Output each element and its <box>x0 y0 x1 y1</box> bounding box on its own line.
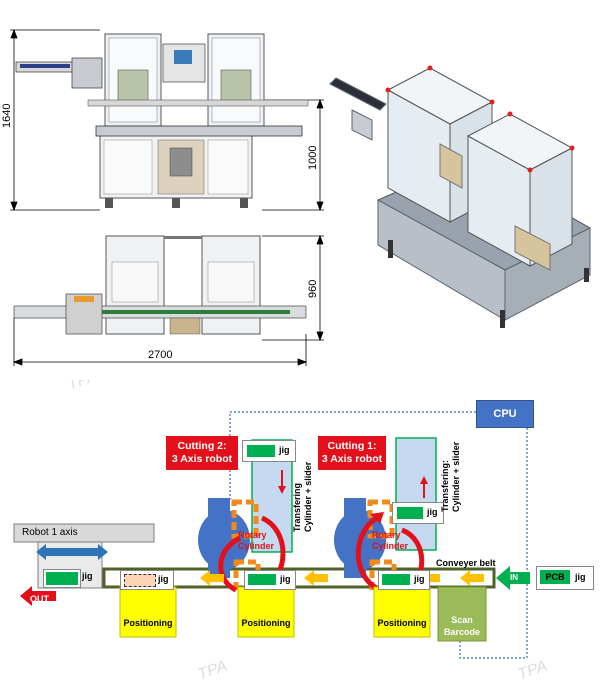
cpu-label: CPU <box>493 408 517 420</box>
watermark-3: TPA <box>516 658 550 684</box>
cpu-box: CPU <box>476 400 534 428</box>
pcb-jig-label: jig <box>575 572 586 582</box>
transfer-1-line2: Cylinder + slider <box>451 441 461 512</box>
out-label: OUT <box>30 594 49 604</box>
scan-barcode-label: Scan Barcode <box>443 615 480 637</box>
positioning-box-1 <box>373 586 431 638</box>
cutting-2-box: Cutting 2: 3 Axis robot <box>166 436 238 470</box>
positioning-box-2 <box>237 586 295 638</box>
jig-robot-label: jig <box>82 571 93 581</box>
transfer-1-line1: Transfering: <box>440 459 450 512</box>
dim-label-1000: 1000 <box>307 146 319 170</box>
flow-arrows <box>200 570 484 586</box>
jig-position-2: jig <box>244 570 296 590</box>
positioning-2-label: Positioning <box>241 618 291 628</box>
jig-position-3-label: jig <box>158 574 169 584</box>
jig-transfer-1-label: jig <box>427 507 438 517</box>
cutting-2-subtitle: 3 Axis robot <box>171 453 233 465</box>
rotary-cylinder-2-label: Rotary Cylinder <box>238 530 275 551</box>
dimension-depth <box>262 234 324 342</box>
positioning-1-label: Positioning <box>377 618 427 628</box>
dimension-length <box>12 318 308 366</box>
transfer-1-label: Transfering: Cylinder + slider <box>440 432 470 512</box>
machine-drawings: 1640 1000 <box>1 28 592 366</box>
positioning-box-3 <box>119 586 177 638</box>
jig-cutting-2: jig <box>242 440 296 462</box>
cutting-2-title: Cutting 2: <box>177 440 227 452</box>
watermark-1: TPA <box>66 380 100 394</box>
dim-label-960: 960 <box>307 280 319 298</box>
front-view <box>15 33 309 208</box>
process-flow-diagram: TPA TPA TPA <box>13 380 550 684</box>
scan-barcode-box <box>437 586 487 642</box>
jig-cutting-2-label: jig <box>279 445 290 455</box>
dim-label-1640: 1640 <box>1 104 13 128</box>
robot-1-axis-label: Robot 1 axis <box>22 527 78 538</box>
jig-transfer-1: jig <box>392 502 444 524</box>
watermark-2: TPA <box>196 658 230 684</box>
transfer-2-down-arrow-head <box>278 486 286 494</box>
pcb-label: PCB <box>540 570 570 584</box>
rotary-arrow-1-head <box>370 512 384 524</box>
dimension-height-total <box>10 28 100 212</box>
transfer-1-up-arrow-head <box>420 476 428 484</box>
jig-position-2-label: jig <box>280 574 291 584</box>
transfer-2-label: Transfering Cylinder + slider <box>292 452 322 532</box>
cutting-1-title: Cutting 1: <box>327 440 377 452</box>
transfer-2-line1: Transfering <box>292 482 302 532</box>
positioning-3-label: Positioning <box>123 618 173 628</box>
top-view <box>13 235 307 335</box>
in-label: IN <box>510 573 518 582</box>
cutting-1-box: Cutting 1: 3 Axis robot <box>318 436 386 470</box>
jig-position-3: jig <box>120 570 174 590</box>
cutting-1-subtitle: 3 Axis robot <box>321 453 383 465</box>
out-arrow <box>20 586 56 606</box>
in-arrow <box>496 566 530 590</box>
transfer-2-line2: Cylinder + slider <box>303 461 313 532</box>
jig-position-1: jig <box>378 570 430 590</box>
rotary-cylinder-1-label: Rotary Cylinder <box>372 530 409 551</box>
robot-1-axis-double-arrow <box>36 544 108 560</box>
isometric-view <box>329 65 592 328</box>
jig-position-1-label: jig <box>414 574 425 584</box>
jig-robot: jig <box>42 568 98 588</box>
dim-label-2700: 2700 <box>148 349 172 361</box>
conveyor-belt-label: Conveyer belt <box>436 558 496 568</box>
conveyor-belt <box>102 567 496 589</box>
pcb-jig-box: PCB jig <box>536 566 594 590</box>
